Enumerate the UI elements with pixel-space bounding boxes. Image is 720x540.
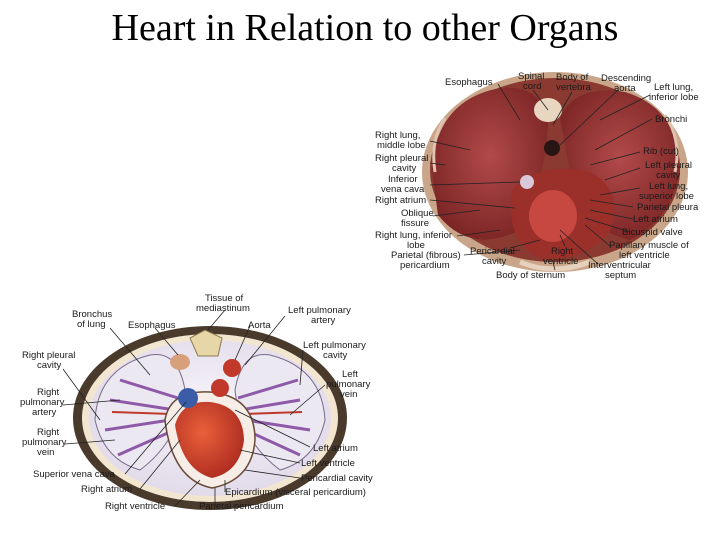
label-superior-vena-cava: Superior vena cava	[33, 469, 116, 480]
label-left-lung-inferior-lobe: Left lung,inferior lobe	[649, 82, 699, 103]
label-rib-cut: Rib (cut)	[643, 146, 679, 157]
slide-title: Heart in Relation to other Organs	[111, 7, 619, 49]
label-body-of-sternum: Body of sternum	[496, 270, 565, 281]
label-parietal-fibrous-pericardium: Parietal (fibrous)pericardium	[391, 250, 461, 271]
label-left-atrium-top: Left atrium	[633, 214, 678, 225]
label-right-atrium-bottom: Right atrium	[81, 484, 132, 495]
bottom-leader-lines	[62, 309, 326, 507]
label-aorta: Aorta	[248, 320, 271, 331]
bottom-section-illustration	[73, 326, 347, 510]
top-leader-lines	[429, 83, 653, 271]
label-parietal-pleura: Parietal pleura	[637, 202, 699, 213]
label-epicardium: Epicardium (visceral pericardium)	[225, 487, 366, 498]
label-left-ventricle: Left ventricle	[301, 458, 355, 469]
label-left-lung-superior-lobe: Left lung,superior lobe	[639, 181, 694, 202]
label-right-atrium-top: Right atrium	[375, 195, 426, 206]
label-esophagus-bottom: Esophagus	[128, 320, 176, 331]
label-pericardial-cavity-bottom: Pericardial cavity	[301, 473, 373, 484]
label-bronchi: Bronchi	[655, 114, 687, 125]
label-right-lung-middle-lobe: Right lung,middle lobe	[375, 130, 426, 151]
label-bicuspid-valve: Bicuspid valve	[622, 227, 683, 238]
label-left-atrium-bottom: Left atrium	[313, 443, 358, 454]
label-esophagus-top: Esophagus	[445, 77, 493, 88]
label-parietal-pericardium: Parietal pericardium	[199, 501, 284, 512]
label-right-ventricle-bottom: Right ventricle	[105, 501, 165, 512]
